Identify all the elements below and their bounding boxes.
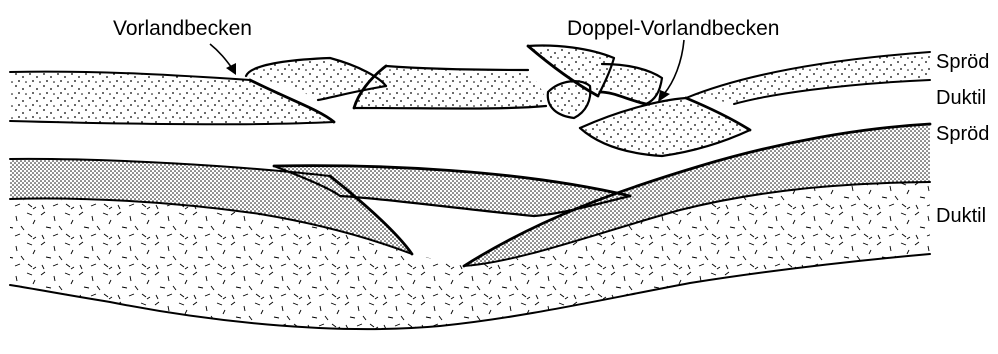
double-foreland-basin-label: Doppel-Vorlandbecken [567,17,779,40]
layer-label-upper-brittle: Spröd [936,51,989,73]
foreland-basin-label: Vorlandbecken [113,17,252,40]
foreland-basin-arrow [210,44,236,75]
layer-label-lower-brittle: Spröd [936,123,989,145]
layer-label-lower-ductile: Duktil [936,205,986,227]
upper-brittle-right-plate [686,52,930,104]
upper-brittle-dipping-block [580,98,750,156]
layer-label-upper-ductile: Duktil [936,87,986,109]
double-foreland-basin-arrow [658,40,684,102]
